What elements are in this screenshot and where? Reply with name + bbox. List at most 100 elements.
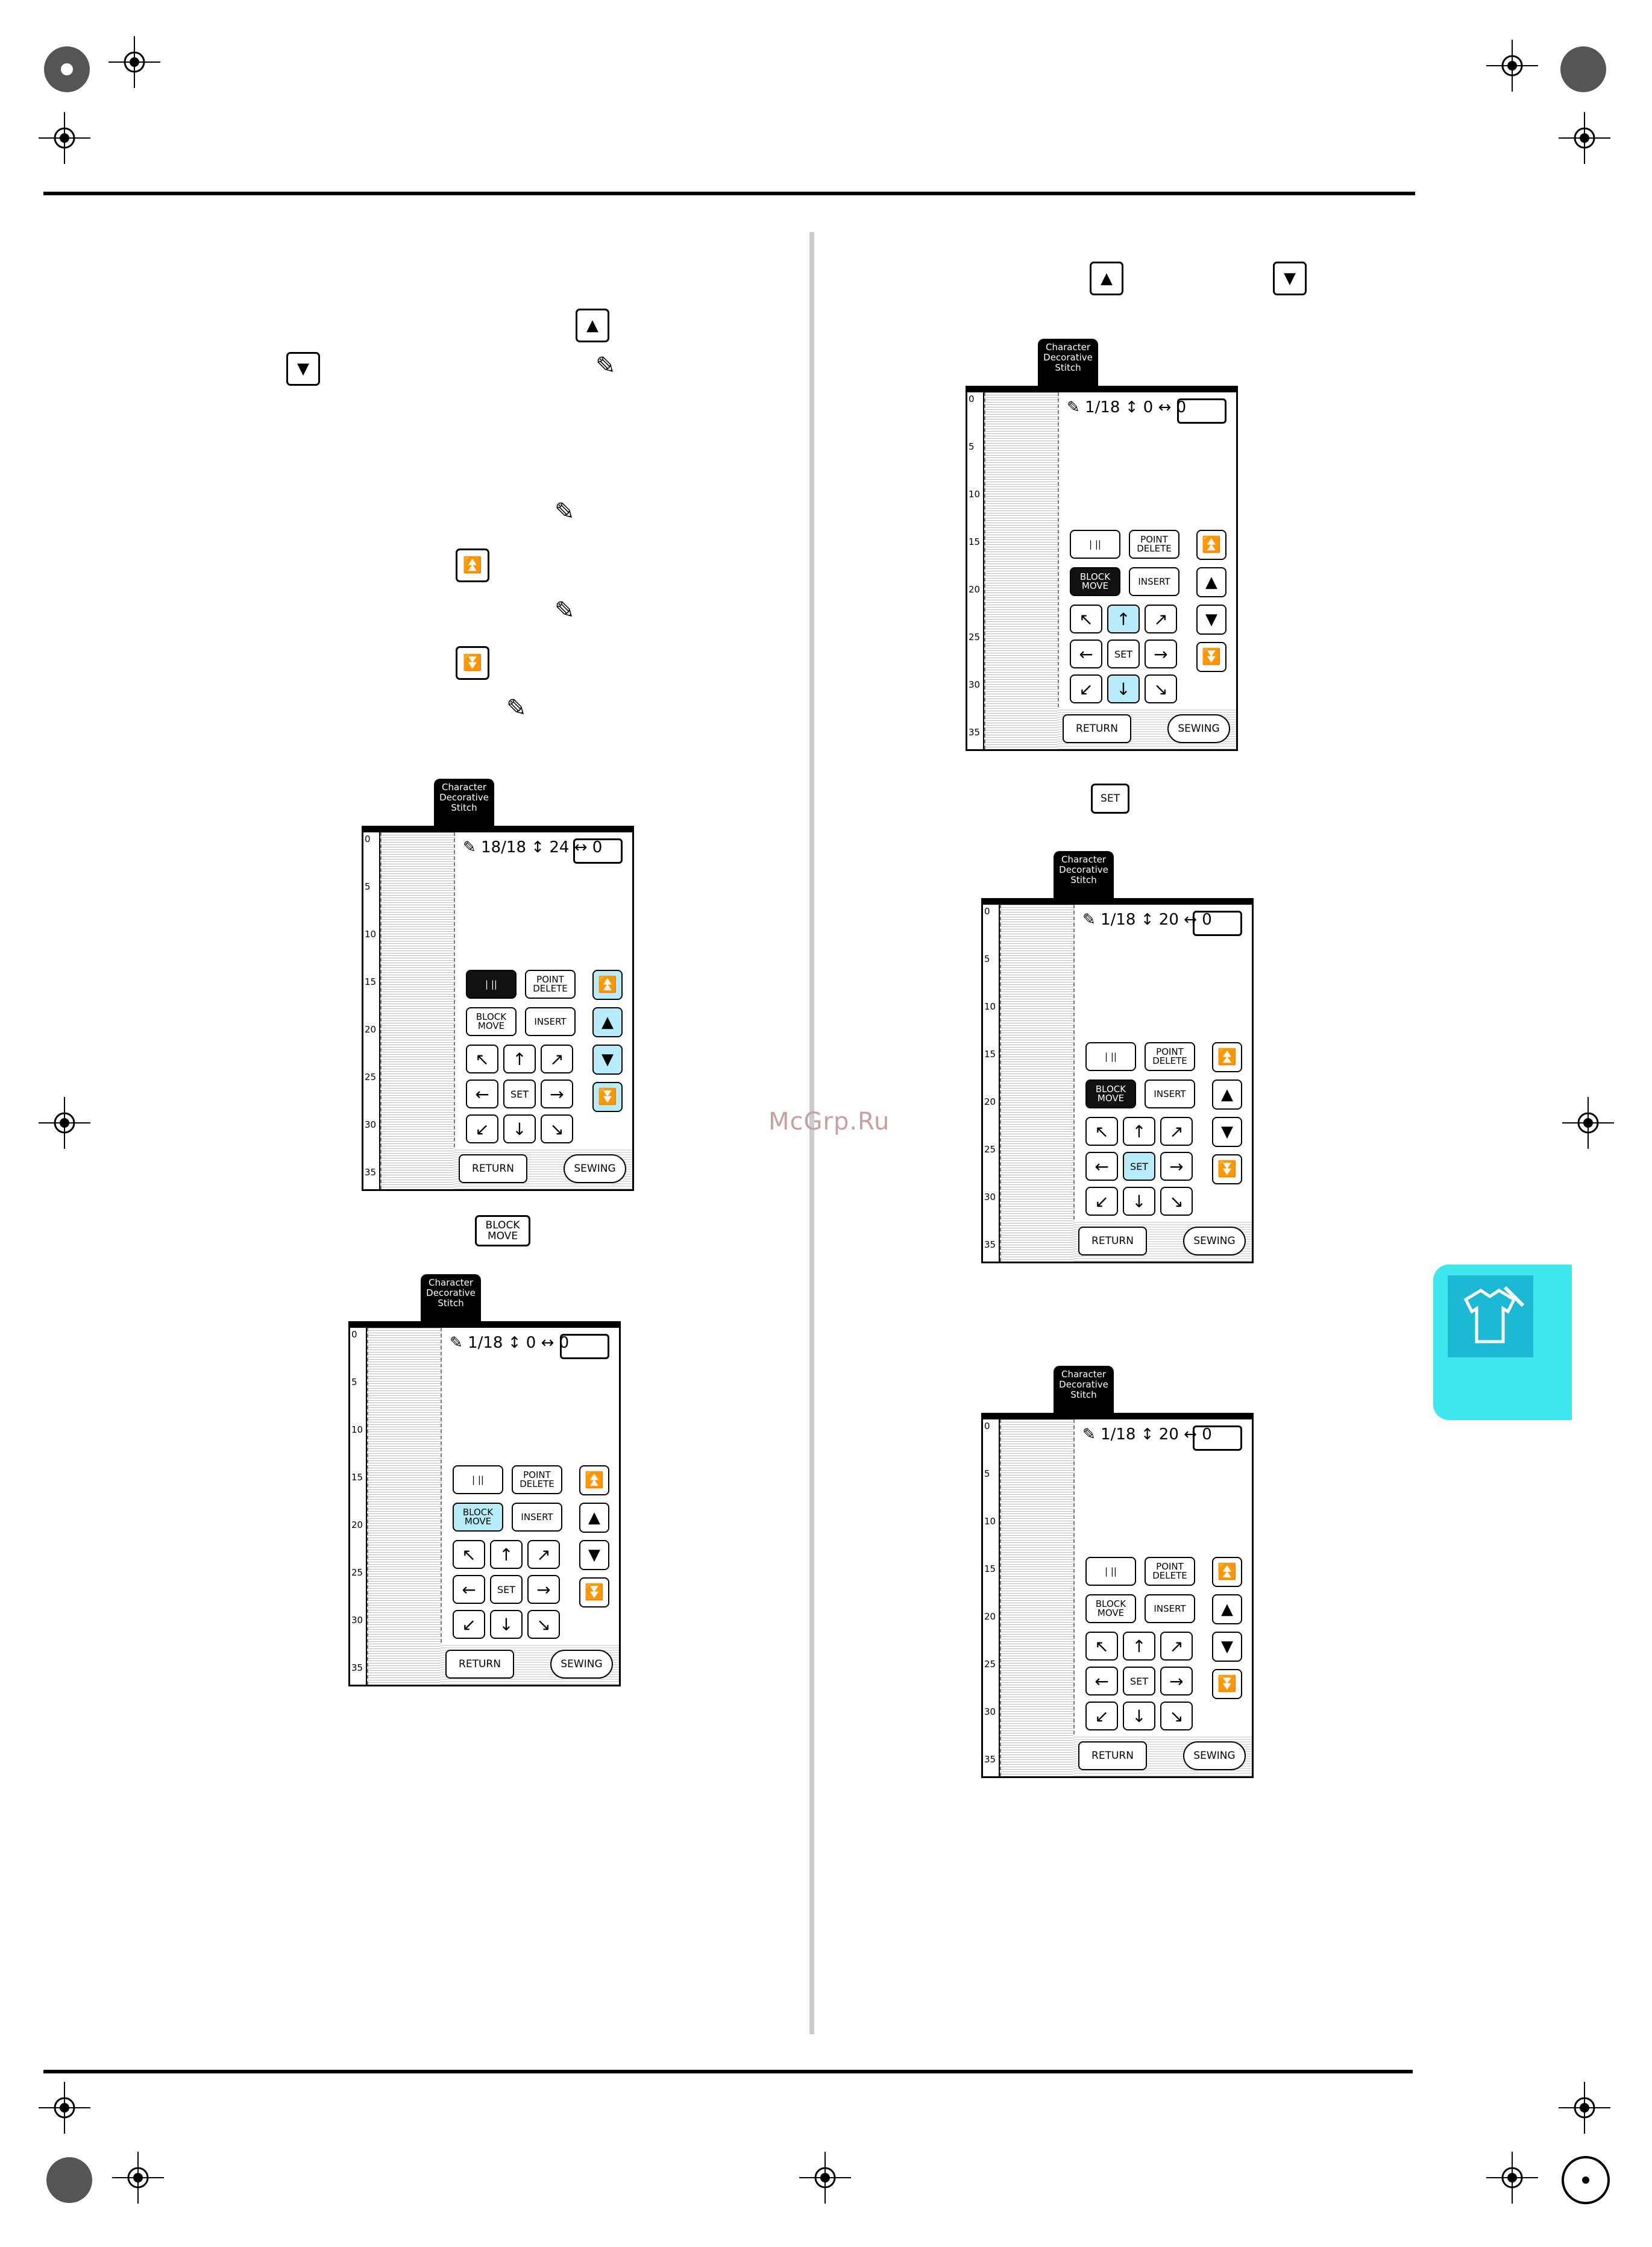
arrow-ne-button[interactable]: ↗ xyxy=(1160,1117,1193,1146)
arrow-nw-button[interactable]: ↖ xyxy=(453,1540,485,1569)
arrow-ne-button[interactable]: ↗ xyxy=(1145,605,1177,633)
nav-up-button[interactable]: ▲ xyxy=(592,1007,623,1037)
set-button[interactable]: SET xyxy=(1123,1667,1155,1695)
view-toggle[interactable] xyxy=(560,1334,609,1359)
nav-top-button[interactable]: ⏫ xyxy=(1212,1557,1242,1587)
arrow-w-button[interactable]: ← xyxy=(453,1575,485,1604)
arrow-e-button[interactable]: → xyxy=(1160,1152,1193,1181)
nav-down-button[interactable]: ▼ xyxy=(1212,1632,1242,1662)
arrow-sw-button[interactable]: ↙ xyxy=(453,1610,485,1639)
return-button[interactable]: RETURN xyxy=(445,1650,514,1679)
arrow-e-button[interactable]: → xyxy=(541,1080,573,1108)
stitch-mode-button[interactable]: | || xyxy=(466,970,517,999)
arrow-e-button[interactable]: → xyxy=(527,1575,560,1604)
arrow-ne-button[interactable]: ↗ xyxy=(1160,1632,1193,1661)
point-delete-button[interactable]: POINT DELETE xyxy=(525,970,576,999)
arrow-e-button[interactable]: → xyxy=(1145,640,1177,668)
nav-up-button[interactable]: ▲ xyxy=(1212,1080,1242,1110)
nav-up-button[interactable]: ▲ xyxy=(579,1503,609,1533)
arrow-nw-button[interactable]: ↖ xyxy=(1085,1117,1118,1146)
insert-button[interactable]: INSERT xyxy=(525,1007,576,1036)
nav-bottom-button[interactable]: ⏬ xyxy=(579,1577,609,1607)
arrow-sw-button[interactable]: ↙ xyxy=(466,1114,498,1143)
arrow-nw-button[interactable]: ↖ xyxy=(466,1045,498,1073)
arrow-n-button[interactable]: ↑ xyxy=(490,1540,523,1569)
sewing-button[interactable]: SEWING xyxy=(1183,1741,1246,1770)
nav-down-button[interactable]: ▼ xyxy=(1212,1117,1242,1147)
sewing-button[interactable]: SEWING xyxy=(1167,714,1230,743)
stitch-mode-button[interactable]: | || xyxy=(1070,530,1120,559)
arrow-n-button[interactable]: ↑ xyxy=(1123,1117,1155,1146)
arrow-s-button[interactable]: ↓ xyxy=(503,1114,536,1143)
set-button[interactable]: SET xyxy=(1107,640,1140,668)
arrow-w-button[interactable]: ← xyxy=(1085,1152,1118,1181)
nav-up-button[interactable]: ▲ xyxy=(1196,567,1226,597)
arrow-sw-button[interactable]: ↙ xyxy=(1085,1187,1118,1216)
arrow-n-button[interactable]: ↑ xyxy=(1107,605,1140,633)
arrow-se-button[interactable]: ↘ xyxy=(541,1114,573,1143)
arrow-sw-button[interactable]: ↙ xyxy=(1070,674,1102,703)
nav-top-button[interactable]: ⏫ xyxy=(579,1465,609,1495)
arrow-n-button[interactable]: ↑ xyxy=(503,1045,536,1073)
stitch-mode-button[interactable]: | || xyxy=(1085,1042,1136,1071)
stitch-mode-button[interactable]: | || xyxy=(1085,1557,1136,1586)
return-button[interactable]: RETURN xyxy=(459,1154,527,1183)
arrow-w-button[interactable]: ← xyxy=(1070,640,1102,668)
view-toggle[interactable] xyxy=(1193,911,1242,936)
arrow-se-button[interactable]: ↘ xyxy=(1145,674,1177,703)
insert-button[interactable]: INSERT xyxy=(1145,1080,1195,1108)
nav-bottom-button[interactable]: ⏬ xyxy=(1212,1669,1242,1699)
nav-top-button[interactable]: ⏫ xyxy=(592,970,623,1000)
arrow-nw-button[interactable]: ↖ xyxy=(1085,1632,1118,1661)
nav-down-button[interactable]: ▼ xyxy=(579,1540,609,1570)
block-move-button[interactable]: BLOCK MOVE xyxy=(466,1007,517,1036)
arrow-se-button[interactable]: ↘ xyxy=(1160,1702,1193,1730)
arrow-s-button[interactable]: ↓ xyxy=(490,1610,523,1639)
return-button[interactable]: RETURN xyxy=(1078,1741,1147,1770)
arrow-e-button[interactable]: → xyxy=(1160,1667,1193,1695)
arrow-nw-button[interactable]: ↖ xyxy=(1070,605,1102,633)
nav-bottom-button[interactable]: ⏬ xyxy=(1212,1154,1242,1184)
insert-button[interactable]: INSERT xyxy=(1129,567,1179,596)
arrow-ne-button[interactable]: ↗ xyxy=(541,1045,573,1073)
point-delete-button[interactable]: POINT DELETE xyxy=(1129,530,1179,559)
block-move-button[interactable]: BLOCK MOVE xyxy=(1085,1594,1136,1623)
arrow-se-button[interactable]: ↘ xyxy=(1160,1187,1193,1216)
view-toggle[interactable] xyxy=(573,838,623,864)
point-delete-button[interactable]: POINT DELETE xyxy=(1145,1557,1195,1586)
arrow-s-button[interactable]: ↓ xyxy=(1123,1702,1155,1730)
return-button[interactable]: RETURN xyxy=(1078,1227,1147,1255)
arrow-sw-button[interactable]: ↙ xyxy=(1085,1702,1118,1730)
insert-button[interactable]: INSERT xyxy=(1145,1594,1195,1623)
point-delete-button[interactable]: POINT DELETE xyxy=(1145,1042,1195,1071)
nav-up-button[interactable]: ▲ xyxy=(1212,1594,1242,1624)
insert-button[interactable]: INSERT xyxy=(512,1503,562,1532)
nav-down-button[interactable]: ▼ xyxy=(592,1045,623,1075)
sewing-button[interactable]: SEWING xyxy=(1183,1227,1246,1255)
arrow-ne-button[interactable]: ↗ xyxy=(527,1540,560,1569)
set-button[interactable]: SET xyxy=(1123,1152,1155,1181)
arrow-w-button[interactable]: ← xyxy=(1085,1667,1118,1695)
arrow-s-button[interactable]: ↓ xyxy=(1123,1187,1155,1216)
point-delete-button[interactable]: POINT DELETE xyxy=(512,1465,562,1494)
view-toggle[interactable] xyxy=(1193,1425,1242,1451)
nav-down-button[interactable]: ▼ xyxy=(1196,605,1226,635)
set-button[interactable]: SET xyxy=(503,1080,536,1108)
arrow-se-button[interactable]: ↘ xyxy=(527,1610,560,1639)
nav-top-button[interactable]: ⏫ xyxy=(1196,530,1226,560)
sewing-button[interactable]: SEWING xyxy=(550,1650,613,1679)
sewing-button[interactable]: SEWING xyxy=(564,1154,626,1183)
nav-top-button[interactable]: ⏫ xyxy=(1212,1042,1242,1072)
view-toggle[interactable] xyxy=(1177,398,1226,424)
return-button[interactable]: RETURN xyxy=(1063,714,1131,743)
nav-bottom-button[interactable]: ⏬ xyxy=(1196,642,1226,672)
nav-bottom-button[interactable]: ⏬ xyxy=(592,1082,623,1112)
stitch-mode-button[interactable]: | || xyxy=(453,1465,503,1494)
arrow-n-button[interactable]: ↑ xyxy=(1123,1632,1155,1661)
set-button[interactable]: SET xyxy=(490,1575,523,1604)
arrow-w-button[interactable]: ← xyxy=(466,1080,498,1108)
block-move-button[interactable]: BLOCK MOVE xyxy=(1070,567,1120,596)
block-move-button[interactable]: BLOCK MOVE xyxy=(1085,1080,1136,1108)
block-move-button[interactable]: BLOCK MOVE xyxy=(453,1503,503,1532)
arrow-s-button[interactable]: ↓ xyxy=(1107,674,1140,703)
